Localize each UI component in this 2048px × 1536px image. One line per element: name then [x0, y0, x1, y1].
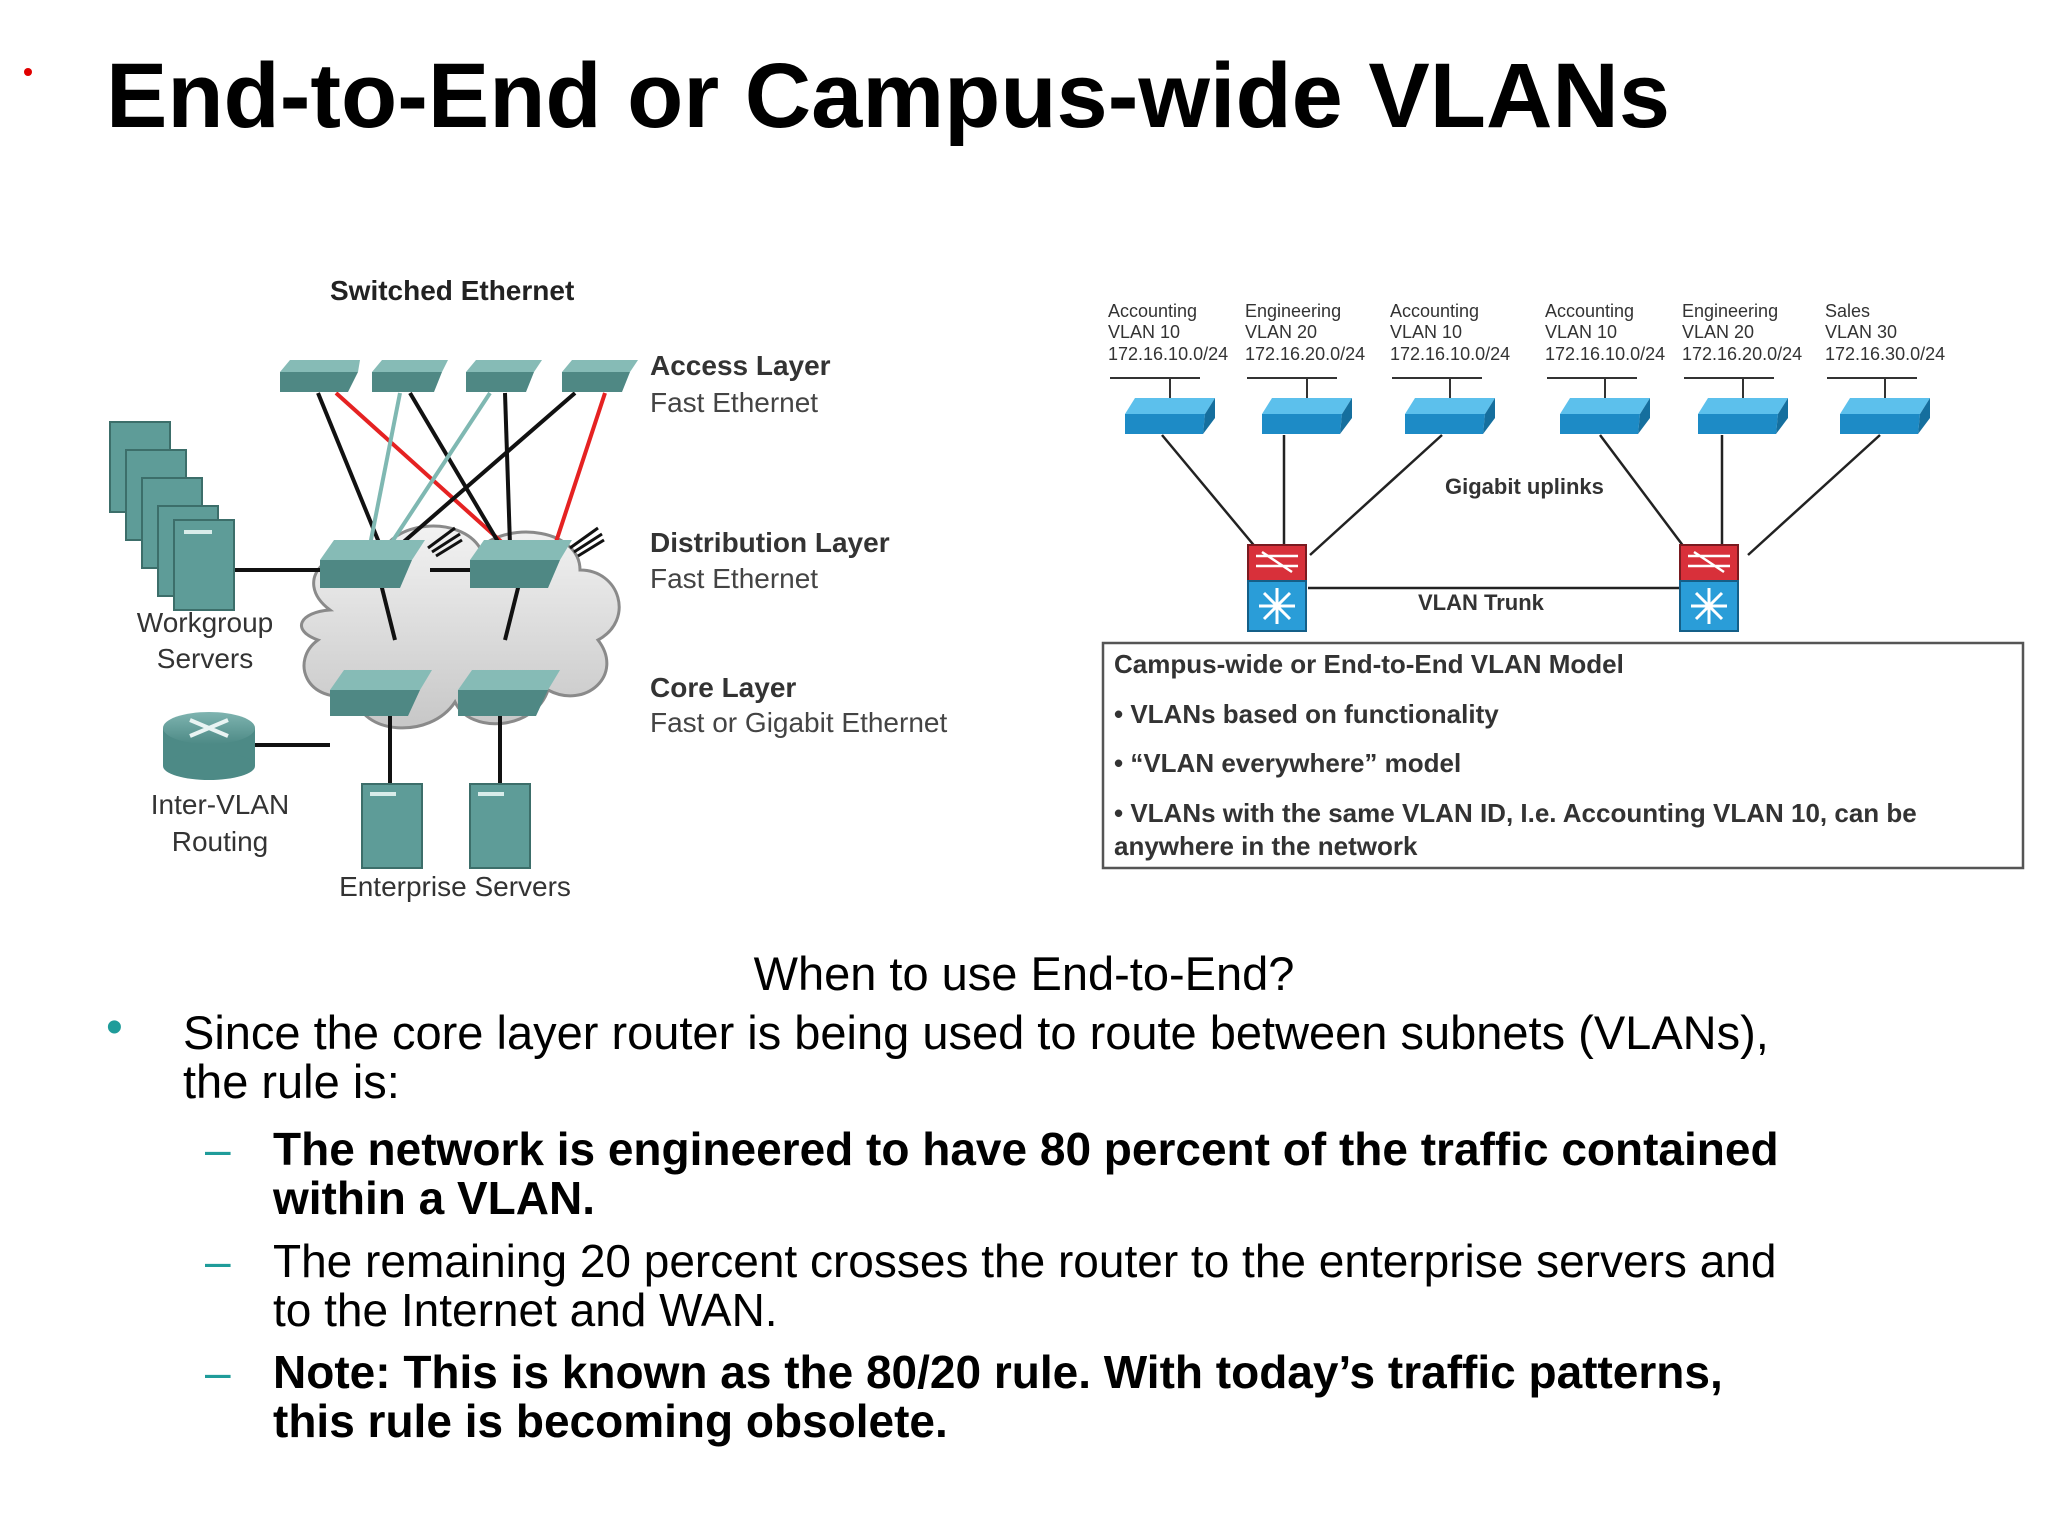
- vlan-switch-4-subnet: 172.16.10.0/24: [1545, 344, 1665, 364]
- access-switch-4: [562, 360, 638, 392]
- access-switch-3: [466, 360, 542, 392]
- sub-bullet-1-dash: –: [205, 1123, 231, 1175]
- vlan-switch-2-subnet: 172.16.20.0/24: [1245, 344, 1365, 364]
- vlan-model-box: [1101, 641, 2025, 870]
- link-d1-core: [378, 579, 397, 641]
- vlan-switch-1-dept: Accounting: [1108, 301, 1197, 321]
- vlan-switch-4-vlan: VLAN 10: [1545, 322, 1617, 342]
- enterprise-servers-label: Enterprise Servers: [339, 871, 571, 902]
- vlan-switch-1-subnet: 172.16.10.0/24: [1108, 344, 1228, 364]
- vlan-model-item-3: • VLANs with the same VLAN ID, I.e. Acco…: [1114, 798, 1917, 828]
- core-switch-2: [458, 670, 560, 716]
- link-d2-core: [503, 579, 522, 641]
- blue-switch-2: [1262, 378, 1352, 434]
- red-marker-dot: [24, 68, 32, 76]
- blue-switch-3: [1405, 378, 1495, 434]
- vlan-switch-3-dept: Accounting: [1390, 301, 1479, 321]
- vlan-switch-6-subnet: 172.16.30.0/24: [1825, 344, 1945, 364]
- question-heading: When to use End-to-End?: [753, 947, 1295, 1000]
- vlan-switch-2-dept: Engineering: [1245, 301, 1341, 321]
- sub-bullet-1-text: The network is engineered to have 80 per…: [273, 1123, 2013, 1225]
- workgroup-label-line2: Servers: [157, 643, 253, 674]
- vlan-switch-5-dept: Engineering: [1682, 301, 1778, 321]
- router-icon: [163, 712, 255, 780]
- distribution-switch-2: [470, 540, 572, 588]
- sub-bullet-2-dash: –: [205, 1235, 231, 1287]
- sub-bullet-3-dash: –: [205, 1346, 231, 1398]
- vlan-switch-1-vlan: VLAN 10: [1108, 322, 1180, 342]
- enterprise-server-1: [361, 783, 423, 869]
- blue-switch-4: [1560, 378, 1650, 434]
- extra-cables: [427, 526, 605, 558]
- main-bullet-line1: Since the core layer router is being use…: [183, 1006, 1769, 1059]
- access-layer-medium: Fast Ethernet: [650, 387, 818, 418]
- sub-bullet-3-line2: this rule is becoming obsolete.: [273, 1395, 948, 1448]
- inter-vlan-label-line2: Routing: [172, 826, 269, 857]
- workgroup-label-line1: Workgroup: [137, 607, 273, 638]
- vlan-trunk-label: VLAN Trunk: [1418, 590, 1545, 615]
- slide-title: End-to-End or Campus-wide VLANs: [106, 45, 1670, 147]
- multilayer-switch-left: [1247, 544, 1307, 632]
- vlan-model-title: Campus-wide or End-to-End VLAN Model: [1114, 649, 1624, 679]
- network-figure: Switched Ethernet: [109, 275, 2025, 902]
- main-bullet-line2: the rule is:: [183, 1055, 400, 1109]
- sub-bullet-2-line1: The remaining 20 percent crosses the rou…: [273, 1235, 1777, 1287]
- vlan-model-item-1: • VLANs based on functionality: [1114, 699, 1499, 729]
- switched-ethernet-label: Switched Ethernet: [330, 275, 574, 306]
- workgroup-servers-stack: [109, 421, 235, 611]
- access-layer-label: Access Layer: [650, 350, 831, 381]
- core-layer-medium: Fast or Gigabit Ethernet: [650, 707, 947, 738]
- inter-vlan-label-line1: Inter-VLAN: [151, 789, 290, 820]
- main-bullet-marker: •: [106, 1001, 123, 1054]
- blue-access-switches: [1125, 378, 1930, 434]
- vlan-switch-6-dept: Sales: [1825, 301, 1870, 321]
- left-network-diagram: Switched Ethernet: [109, 275, 947, 902]
- access-switch-2: [372, 360, 448, 392]
- link-a2-d2: [408, 391, 502, 547]
- gigabit-uplinks: [1161, 434, 1881, 556]
- vlan-switch-6-vlan: VLAN 30: [1825, 322, 1897, 342]
- blue-switch-1: [1125, 378, 1215, 434]
- vlan-switch-5-subnet: 172.16.20.0/24: [1682, 344, 1802, 364]
- vlan-switch-2-vlan: VLAN 20: [1245, 322, 1317, 342]
- access-switch-1: [280, 360, 360, 392]
- sub-bullet-1-line1: The network is engineered to have 80 per…: [273, 1123, 1779, 1175]
- sub-bullet-3-line1: Note: This is known as the 80/20 rule. W…: [273, 1346, 1723, 1398]
- enterprise-server-2: [469, 783, 531, 869]
- vlan-switch-3-vlan: VLAN 10: [1390, 322, 1462, 342]
- link-a4-d1: [398, 391, 577, 547]
- vlan-switch-3-subnet: 172.16.10.0/24: [1390, 344, 1510, 364]
- blue-switch-6: [1840, 378, 1930, 434]
- link-a4-d2: [553, 392, 607, 546]
- sub-bullet-2-line2: to the Internet and WAN.: [273, 1284, 778, 1337]
- distribution-switch-1: [320, 540, 425, 588]
- sub-bullet-3-text: Note: This is known as the 80/20 rule. W…: [273, 1346, 2013, 1448]
- vlan-model-item-2: • “VLAN everywhere” model: [1114, 748, 1461, 778]
- core-switch-1: [330, 670, 432, 716]
- main-bullet-text: Since the core layer router is being use…: [183, 1008, 2003, 1107]
- multilayer-switch-right: [1679, 544, 1739, 632]
- link-a3-d2: [503, 392, 512, 546]
- link-a1-d1: [316, 392, 382, 546]
- distribution-layer-medium: Fast Ethernet: [650, 563, 818, 594]
- link-a3-d1: [388, 391, 492, 547]
- vlan-switch-5-vlan: VLAN 20: [1682, 322, 1754, 342]
- vlan-switch-4-dept: Accounting: [1545, 301, 1634, 321]
- blue-switch-5: [1698, 378, 1788, 434]
- distribution-layer-label: Distribution Layer: [650, 527, 890, 558]
- gigabit-uplinks-label: Gigabit uplinks: [1445, 474, 1604, 499]
- sub-bullet-1-line2: within a VLAN.: [273, 1172, 595, 1225]
- vlan-model-item-3-cont: anywhere in the network: [1114, 831, 1418, 861]
- core-layer-label: Core Layer: [650, 672, 796, 703]
- link-a2-d1: [368, 392, 402, 546]
- link-a1-d2: [334, 391, 507, 547]
- sub-bullet-2-text: The remaining 20 percent crosses the rou…: [273, 1235, 2013, 1337]
- access-switches: [280, 360, 638, 392]
